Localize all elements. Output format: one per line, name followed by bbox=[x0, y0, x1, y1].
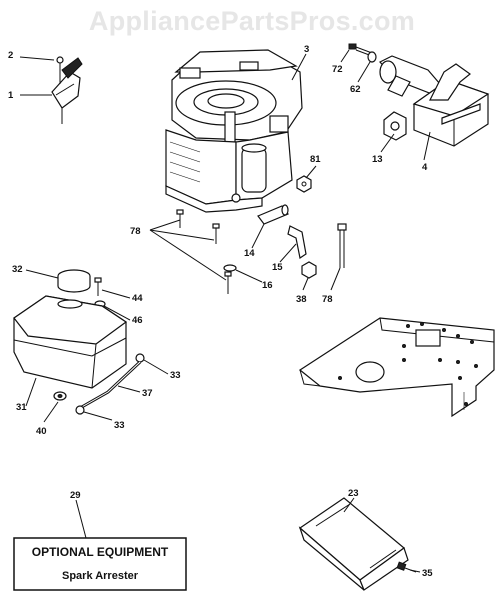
leader-15 bbox=[279, 243, 297, 263]
leader-23 bbox=[343, 497, 355, 513]
callout-4: 4 bbox=[422, 162, 428, 173]
leader-13 bbox=[380, 133, 395, 153]
throttle-bracket-part bbox=[51, 56, 83, 124]
leader-31 bbox=[25, 377, 37, 407]
callout-37: 37 bbox=[142, 388, 153, 399]
leader-72 bbox=[340, 49, 350, 63]
callout-23: 23 bbox=[348, 488, 359, 499]
clamp-33a-part bbox=[135, 353, 145, 363]
bolts-78-group bbox=[176, 209, 232, 294]
callout-40: 40 bbox=[36, 426, 47, 437]
callout-46: 46 bbox=[132, 315, 143, 326]
optional-equipment-title: OPTIONAL EQUIPMENT bbox=[32, 545, 169, 559]
callout-3: 3 bbox=[304, 44, 309, 55]
callout-1: 1 bbox=[8, 90, 14, 101]
callout-35: 35 bbox=[422, 568, 433, 579]
washer-16-part bbox=[223, 264, 237, 272]
exhaust-pipe-part bbox=[379, 55, 441, 97]
clamp-33b-part bbox=[75, 405, 85, 415]
leader-38 bbox=[302, 277, 309, 291]
callout-78a: 78 bbox=[130, 226, 141, 237]
callout-62: 62 bbox=[350, 84, 361, 95]
callout-labels: 2 1 3 72 62 13 4 81 78 14 15 16 38 78 32… bbox=[8, 44, 433, 579]
leader-37 bbox=[117, 385, 141, 393]
leader-32 bbox=[25, 269, 59, 279]
callout-29: 29 bbox=[70, 490, 81, 501]
fuel-cap-32-part bbox=[57, 269, 91, 293]
leader-78a-2 bbox=[149, 229, 215, 241]
screw-44-part bbox=[94, 277, 102, 296]
leader-78b bbox=[330, 267, 341, 291]
leader-29 bbox=[75, 499, 87, 539]
leader-78a-1 bbox=[149, 219, 181, 231]
leader-62 bbox=[357, 61, 371, 83]
leader-46 bbox=[103, 305, 131, 321]
leader-4 bbox=[423, 131, 431, 161]
callout-2: 2 bbox=[8, 50, 13, 61]
bolt-78b-part bbox=[337, 223, 347, 268]
bracket-15-part bbox=[287, 225, 307, 259]
chassis-frame-part bbox=[298, 317, 495, 418]
leader-16 bbox=[235, 269, 263, 283]
callout-38: 38 bbox=[296, 294, 307, 305]
callout-15: 15 bbox=[272, 262, 283, 273]
callout-14: 14 bbox=[244, 248, 255, 259]
callout-33b: 33 bbox=[114, 420, 125, 431]
leader-3 bbox=[291, 53, 307, 81]
nut-81-part bbox=[296, 175, 312, 193]
washer-62-part bbox=[367, 51, 377, 63]
callout-33a: 33 bbox=[170, 370, 181, 381]
spark-arrester-23-part bbox=[298, 497, 409, 591]
fuel-line-37-part bbox=[79, 360, 142, 410]
gasket-13-part bbox=[383, 111, 407, 141]
leader-2 bbox=[19, 56, 55, 61]
leader-81 bbox=[305, 165, 317, 179]
screw-35-part bbox=[396, 561, 417, 573]
leader-78a-3 bbox=[149, 229, 227, 281]
optional-equipment-subtitle: Spark Arrester bbox=[62, 570, 139, 582]
fuel-tank-31-part bbox=[13, 295, 128, 389]
leader-33a bbox=[143, 359, 169, 375]
optional-equipment-box: OPTIONAL EQUIPMENT Spark Arrester bbox=[13, 537, 187, 591]
callout-31: 31 bbox=[16, 402, 27, 413]
bushing-40-part bbox=[53, 391, 67, 401]
callout-78b: 78 bbox=[322, 294, 333, 305]
callout-13: 13 bbox=[372, 154, 383, 165]
leader-44 bbox=[101, 289, 131, 299]
leader-40 bbox=[43, 401, 59, 423]
leader-14 bbox=[251, 223, 265, 249]
nut-38-part bbox=[301, 261, 317, 279]
leader-33b bbox=[83, 411, 113, 421]
callout-32: 32 bbox=[12, 264, 23, 275]
callout-44: 44 bbox=[132, 293, 143, 304]
muffler-4-part bbox=[412, 63, 490, 147]
watermark-text: AppliancePartsPros.com bbox=[88, 6, 416, 36]
callout-81: 81 bbox=[310, 154, 321, 165]
leader-35 bbox=[409, 569, 421, 573]
engine-part bbox=[165, 49, 303, 213]
spacer-14-part bbox=[257, 204, 289, 225]
callout-72: 72 bbox=[332, 64, 343, 75]
callout-16: 16 bbox=[262, 280, 273, 291]
